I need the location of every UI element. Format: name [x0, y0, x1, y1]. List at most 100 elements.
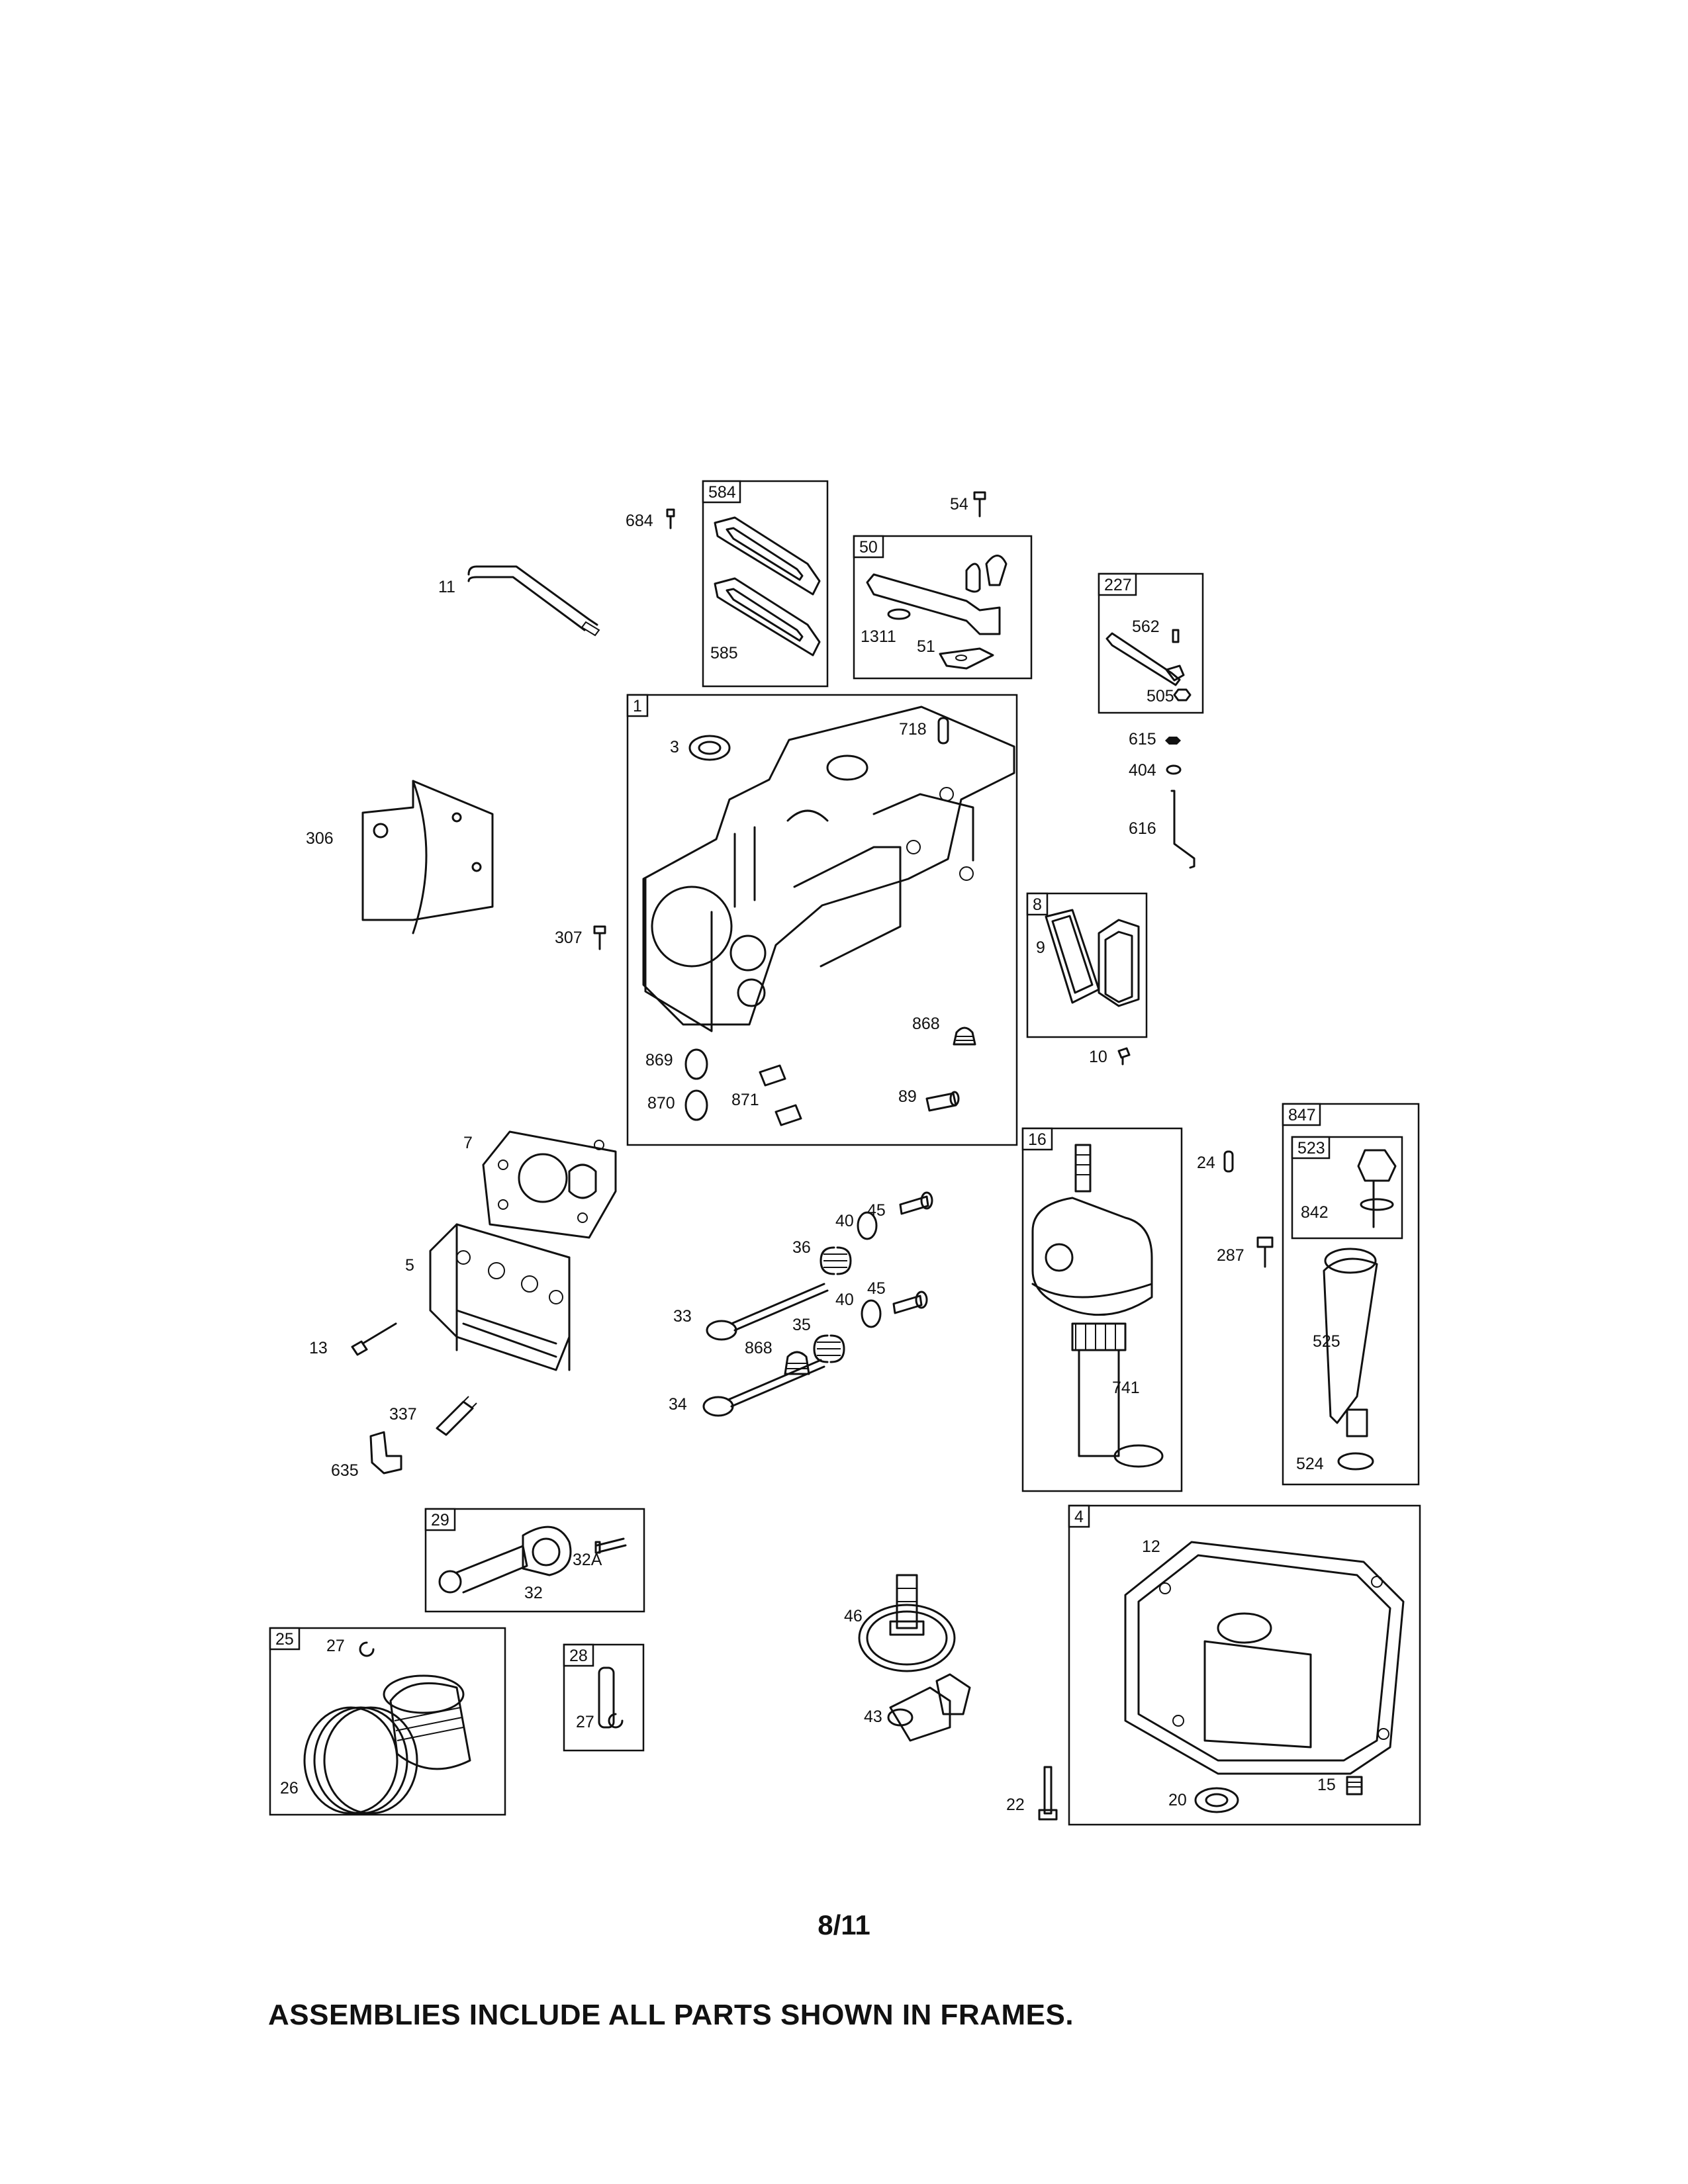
rod-11-illustration	[467, 565, 600, 637]
part-label-45-upper: 45	[867, 1201, 886, 1220]
spark-plug-337-illustration	[436, 1396, 477, 1436]
part-label-40-upper: 40	[835, 1212, 854, 1230]
page-number: 8/11	[818, 1909, 870, 1940]
part-label-7: 7	[463, 1134, 473, 1152]
part-label-287: 287	[1217, 1246, 1244, 1265]
part-label-306: 306	[306, 829, 334, 848]
part-label-20: 20	[1168, 1791, 1187, 1809]
crankshaft-16-illustration	[1031, 1144, 1164, 1468]
valve-33-illustration	[706, 1283, 829, 1341]
rings-869-870-illustration	[684, 1048, 708, 1121]
part-label-12: 12	[1142, 1537, 1160, 1556]
part-label-9: 9	[1036, 938, 1045, 957]
pin-89-illustration	[925, 1091, 960, 1112]
frame-16: 16	[1021, 1127, 1183, 1492]
part-label-616: 616	[1129, 819, 1156, 838]
drain-plug-15-illustration	[1346, 1776, 1363, 1796]
part-label-40-lower: 40	[835, 1291, 854, 1309]
part-label-27-lower: 27	[576, 1713, 594, 1731]
frame-28: 28	[563, 1643, 645, 1752]
part-label-32: 32	[524, 1584, 543, 1602]
part-label-24: 24	[1197, 1154, 1215, 1172]
frame-label-584: 584	[708, 483, 736, 502]
dipstick-tube-525-illustration	[1323, 1248, 1378, 1437]
part-label-524: 524	[1296, 1455, 1324, 1473]
part-label-45-lower: 45	[867, 1279, 886, 1298]
frame-label-4: 4	[1074, 1508, 1084, 1526]
cylinder-block-illustration	[642, 705, 1015, 1032]
piston-rings-26-illustration	[303, 1706, 418, 1815]
frame-label-847: 847	[1288, 1106, 1316, 1124]
part-label-32A: 32A	[573, 1551, 602, 1569]
part-label-718: 718	[899, 720, 927, 739]
frame-8: 8	[1026, 892, 1148, 1038]
part-label-615: 615	[1129, 730, 1156, 749]
screw-10-illustration	[1117, 1047, 1131, 1066]
bolt-22-illustration	[1038, 1766, 1058, 1821]
oil-seal-3-illustration	[688, 735, 731, 761]
frame-847: 847 523	[1282, 1103, 1420, 1486]
part-label-1311: 1311	[861, 627, 896, 646]
camshaft-gear-46-illustration	[858, 1574, 956, 1672]
pin-24-illustration	[1223, 1150, 1234, 1173]
frame-227: 227	[1098, 572, 1204, 714]
part-label-89: 89	[898, 1087, 917, 1106]
part-label-34: 34	[669, 1395, 687, 1414]
screw-54-illustration	[973, 491, 986, 518]
valve-parts-upper-illustration	[820, 1191, 933, 1275]
screw-307-illustration	[593, 925, 606, 950]
part-label-36: 36	[792, 1238, 811, 1257]
frame-label-227: 227	[1104, 576, 1132, 594]
pin-718-illustration	[937, 717, 949, 745]
part-label-337: 337	[389, 1405, 417, 1424]
part-label-684: 684	[626, 512, 653, 530]
frame-label-16: 16	[1028, 1130, 1047, 1149]
part-label-26: 26	[280, 1779, 299, 1797]
frame-label-50: 50	[859, 538, 878, 557]
o-ring-524-illustration	[1337, 1452, 1374, 1471]
bolt-13-illustration	[351, 1322, 397, 1356]
part-label-43: 43	[864, 1707, 882, 1726]
crankcase-cover-4-illustration	[1124, 1541, 1405, 1775]
part-label-635: 635	[331, 1461, 359, 1480]
nut-615-washer-404-link-616-illustration	[1165, 737, 1196, 869]
part-label-15: 15	[1317, 1776, 1336, 1794]
part-label-505: 505	[1147, 687, 1174, 705]
frame-4: 4	[1068, 1504, 1421, 1826]
part-label-3: 3	[670, 738, 679, 756]
part-label-35: 35	[792, 1316, 811, 1334]
part-label-741: 741	[1112, 1379, 1140, 1397]
frame-584: 584	[702, 480, 829, 688]
part-label-842: 842	[1301, 1203, 1329, 1222]
governor-lever-50-illustration	[866, 555, 1008, 670]
circlip-27-upper-illustration	[359, 1641, 375, 1657]
footer-note: ASSEMBLIES INCLUDE ALL PARTS SHOWN IN FR…	[268, 1999, 1074, 2031]
frame-label-28: 28	[569, 1647, 588, 1665]
valve-seal-868-upper-illustration	[953, 1026, 976, 1046]
part-label-22: 22	[1006, 1796, 1025, 1814]
part-label-868-lower: 868	[745, 1339, 773, 1357]
screw-684-illustration	[666, 508, 675, 529]
valve-seal-868-lower-illustration	[784, 1351, 810, 1375]
part-label-869: 869	[645, 1051, 673, 1069]
frame-29: 29	[424, 1508, 645, 1613]
part-label-27-upper: 27	[326, 1637, 345, 1655]
part-label-870: 870	[647, 1094, 675, 1113]
part-label-10: 10	[1089, 1048, 1107, 1066]
piston-25-illustration	[383, 1674, 471, 1770]
frame-25: 25	[269, 1627, 506, 1816]
air-guide-306-illustration	[361, 780, 494, 934]
governor-43-illustration	[887, 1673, 971, 1742]
frame-50: 50	[853, 535, 1033, 680]
gasket-584-585-illustration	[714, 516, 821, 657]
part-label-868-upper: 868	[912, 1015, 940, 1033]
frame-label-29: 29	[431, 1511, 449, 1529]
part-label-33: 33	[673, 1307, 692, 1326]
part-label-11: 11	[438, 578, 455, 596]
part-label-585: 585	[710, 644, 738, 662]
head-gasket-7-illustration	[482, 1130, 617, 1239]
piston-pin-28-illustration	[598, 1666, 624, 1729]
part-label-51: 51	[917, 637, 935, 656]
dowels-871-illustration	[759, 1064, 802, 1126]
